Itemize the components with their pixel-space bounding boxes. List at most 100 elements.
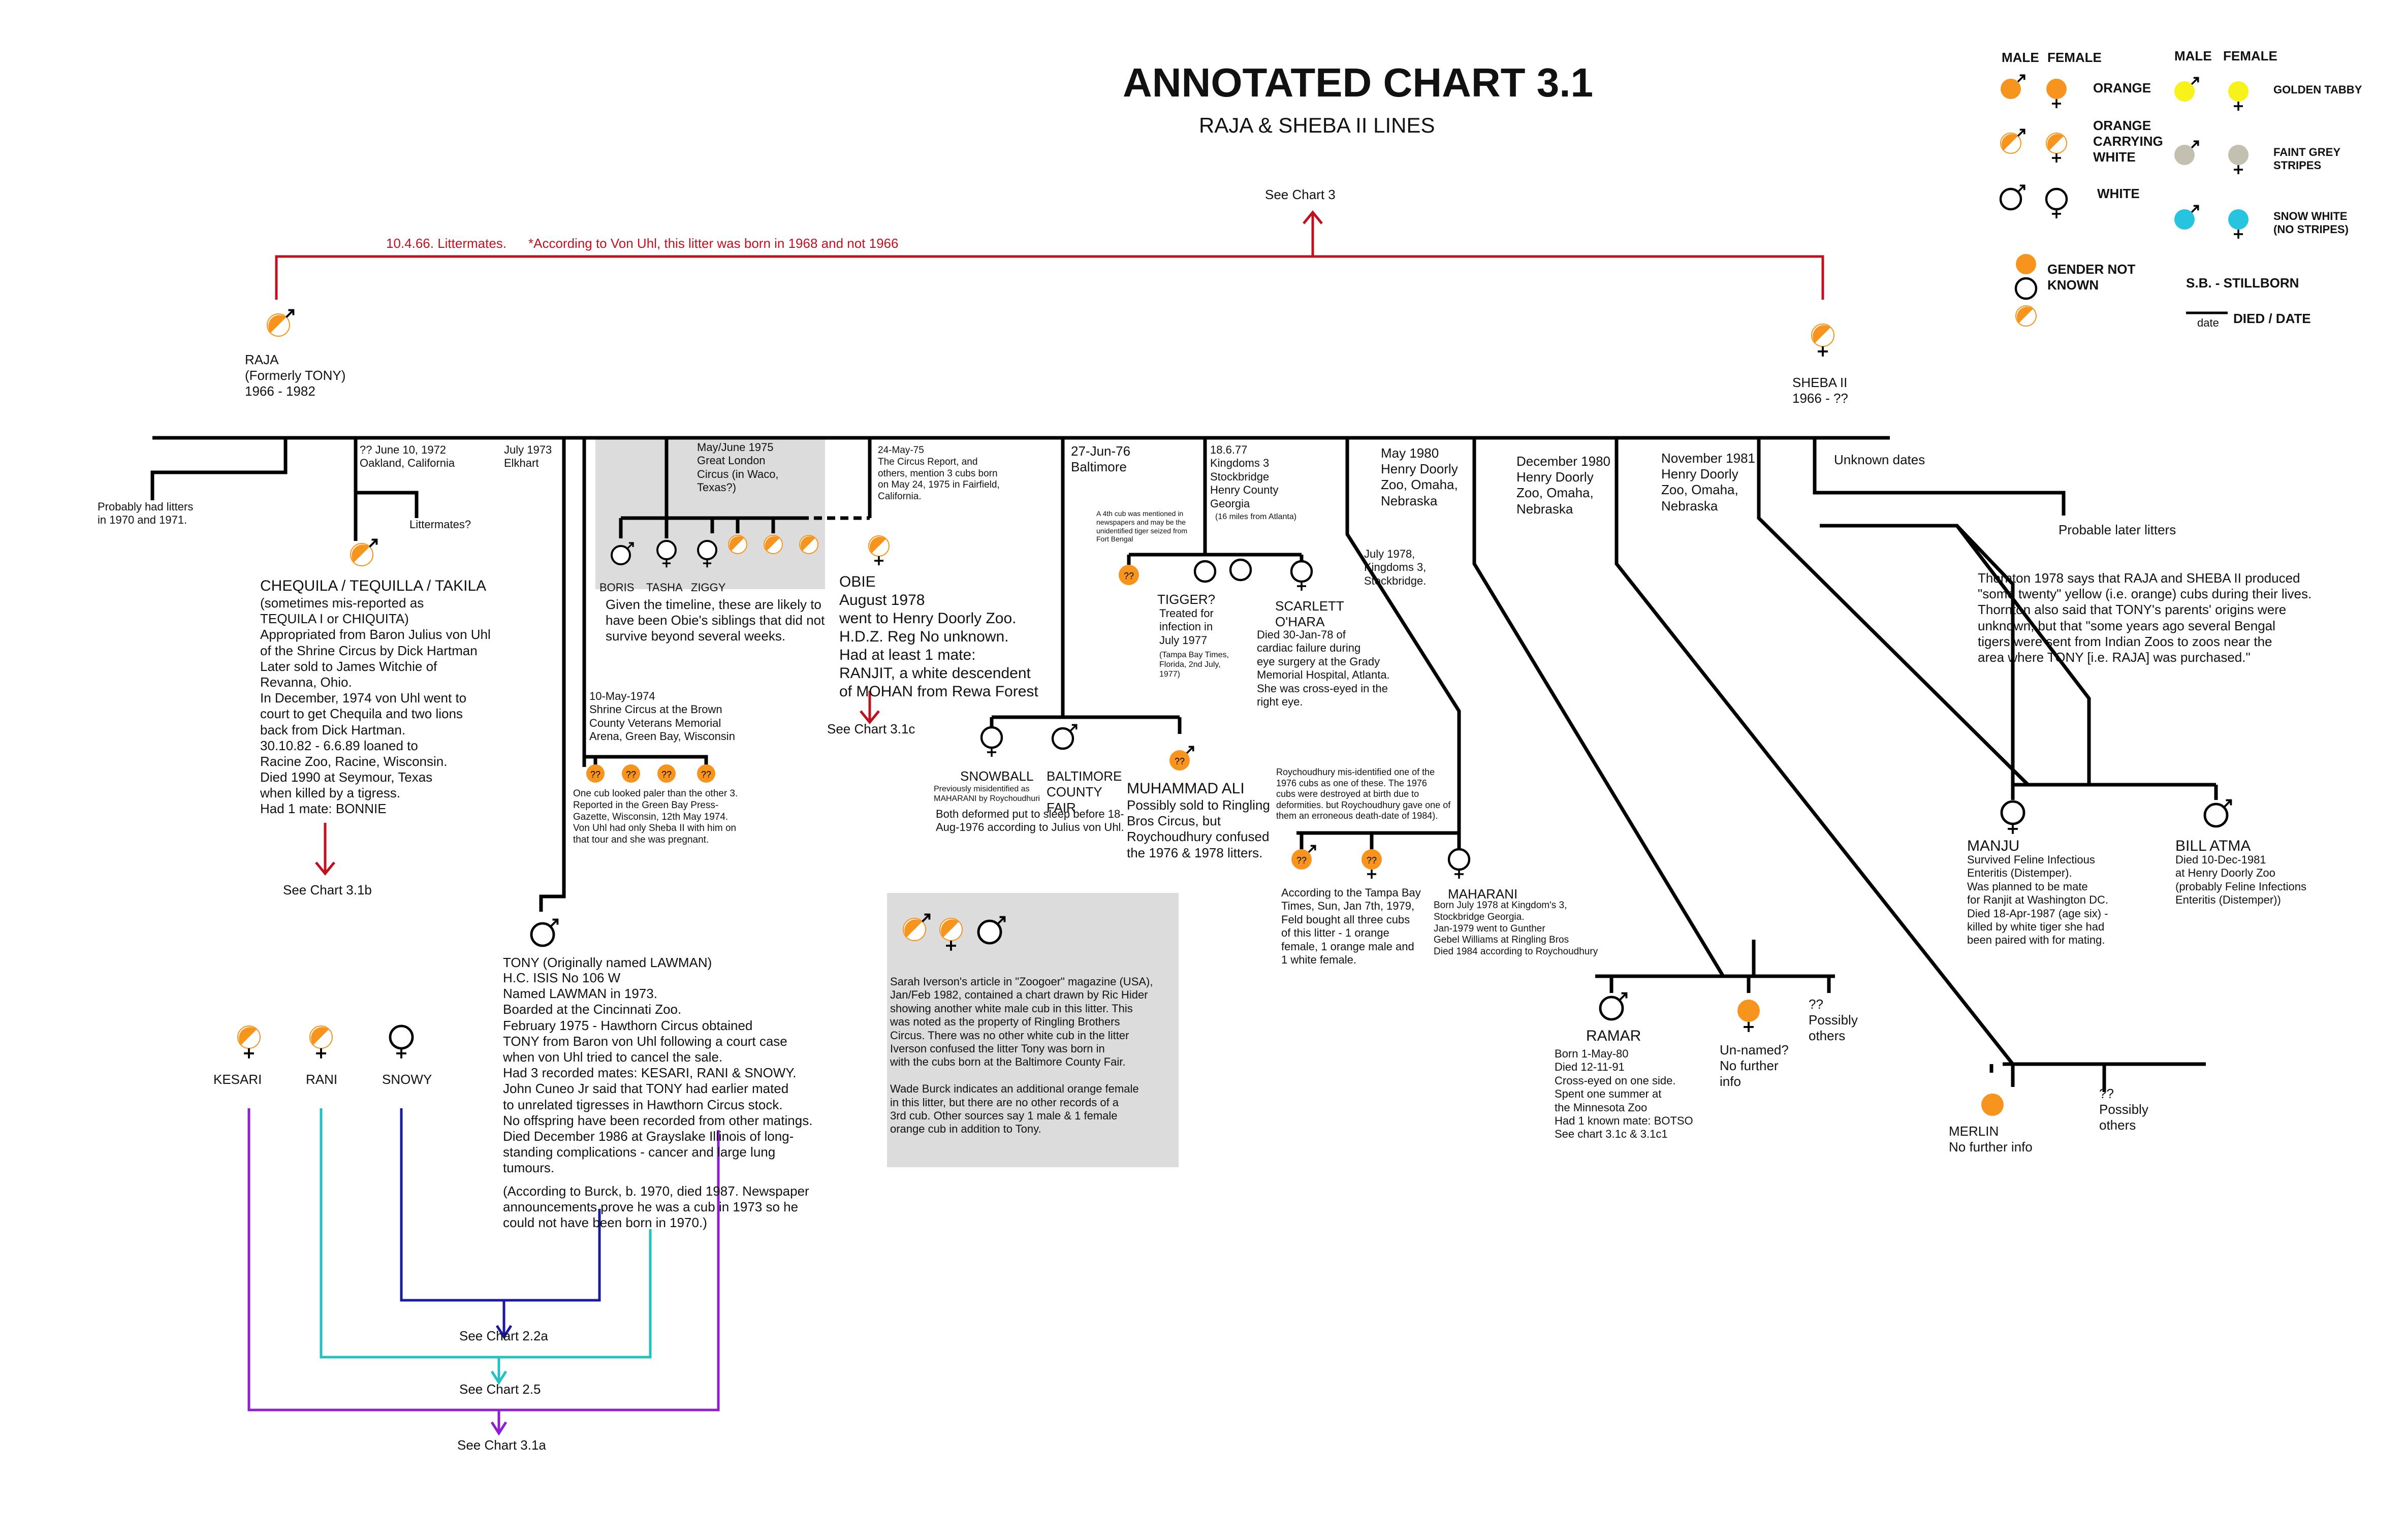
see-chart-3-1b[interactable]: See Chart 3.1b bbox=[283, 882, 372, 897]
snowball-label: SNOWBALL bbox=[960, 768, 1034, 784]
probably-litters: Probably had litters in 1970 and 1971. bbox=[98, 500, 194, 527]
chequila-icon bbox=[350, 538, 378, 566]
sheba-icon bbox=[1811, 324, 1834, 357]
page-subtitle: RAJA & SHEBA II LINES bbox=[1199, 113, 1435, 137]
manju-label: MANJU bbox=[1967, 838, 2020, 854]
legend-date-word: date bbox=[2197, 316, 2219, 329]
maharani-note: Born July 1978 at Kingdom's 3, Stockbrid… bbox=[1434, 900, 1598, 957]
iverson-half-female-icon bbox=[939, 918, 963, 951]
sixteen-miles: (16 miles from Atlanta) bbox=[1215, 512, 1297, 521]
raja-icon bbox=[267, 309, 295, 337]
iverson-white-male-icon bbox=[977, 916, 1006, 945]
tony-icon bbox=[530, 918, 559, 947]
tony-branch bbox=[539, 894, 564, 912]
von-uhl-note: *According to Von Uhl, this litter was b… bbox=[528, 236, 899, 251]
legend-female-2: FEMALE bbox=[2223, 48, 2277, 63]
legend-white: WHITE bbox=[2097, 186, 2140, 201]
see-chart-3-1a[interactable]: See Chart 3.1a bbox=[457, 1437, 546, 1453]
legend-orange-unknown-icon bbox=[2016, 254, 2036, 274]
manju-note: Survived Feline Infectious Enteritis (Di… bbox=[1967, 853, 2108, 947]
tasha-label: TASHA bbox=[646, 581, 683, 594]
bill-atma-note: Died 10-Dec-1981 at Henry Doorly Zoo (pr… bbox=[2175, 853, 2307, 907]
kingdoms-1877: 18.6.77 Kingdoms 3 Stockbridge Henry Cou… bbox=[1210, 443, 1279, 510]
scarlett-icon bbox=[1290, 560, 1313, 591]
jun-27-76: 27-Jun-76 Baltimore bbox=[1071, 443, 1131, 475]
legend-grey-female-icon bbox=[2228, 145, 2249, 174]
see-chart-3[interactable]: See Chart 3 bbox=[1265, 187, 1336, 202]
legend-half-female-icon bbox=[2046, 133, 2067, 163]
legend-white-unknown-icon bbox=[2014, 277, 2038, 300]
unknown-mark: ?? bbox=[626, 769, 636, 780]
dec1980-possibly-others: ?? Possibly others bbox=[1809, 997, 1858, 1044]
iverson-note: Sarah Iverson's article in "Zoogoer" mag… bbox=[890, 975, 1153, 1136]
chequila-text: (sometimes mis-reported as TEQUILA I or … bbox=[260, 595, 491, 817]
boris-icon bbox=[611, 542, 634, 565]
boris-litter-cub-2-icon bbox=[764, 535, 783, 554]
muhammad-ali-label: MUHAMMAD ALI bbox=[1127, 780, 1245, 797]
snowball-icon bbox=[980, 726, 1003, 757]
tony-burck-note: (According to Burck, b. 1970, died 1987.… bbox=[503, 1183, 809, 1231]
legend-faint-grey: FAINT GREY STRIPES bbox=[2273, 146, 2341, 172]
merlin-label: MERLIN No further info bbox=[1949, 1124, 2033, 1155]
unknown-mark: ?? bbox=[1175, 756, 1185, 766]
sheba-label: SHEBA II 1966 - ?? bbox=[1792, 375, 1848, 406]
see-chart-2-5[interactable]: See Chart 2.5 bbox=[459, 1382, 541, 1397]
shrine-cub-1-icon bbox=[586, 764, 605, 783]
tigger-icon bbox=[1193, 560, 1217, 583]
legend-golden-male-icon bbox=[2174, 77, 2199, 102]
kesari-icon bbox=[237, 1025, 261, 1058]
boris-litter-cub-3-icon bbox=[799, 535, 818, 554]
may-24-75: 24-May-75 The Circus Report, and others,… bbox=[878, 445, 1000, 502]
tony-text: H.C. ISIS No 106 W Named LAWMAN in 1973.… bbox=[503, 970, 813, 1176]
unknown-mark: ?? bbox=[1367, 855, 1377, 865]
legend-orange: ORANGE bbox=[2093, 80, 2151, 95]
shrine-cub-2-icon bbox=[622, 764, 640, 783]
legend-half-unknown-icon bbox=[2015, 305, 2037, 327]
merlin-icon bbox=[1981, 1094, 2004, 1116]
boris-label: BORIS bbox=[599, 581, 635, 594]
may-1980: May 1980 Henry Doorly Zoo, Omaha, Nebras… bbox=[1381, 445, 1458, 508]
tasha-icon bbox=[656, 540, 677, 568]
see-chart-2-2a[interactable]: See Chart 2.2a bbox=[459, 1328, 548, 1343]
legend-grey-male-icon bbox=[2174, 140, 2199, 165]
mate-lines bbox=[247, 1108, 720, 1436]
unknown-mark: ?? bbox=[701, 769, 711, 780]
bill-atma-icon bbox=[2203, 799, 2232, 828]
tigger-note: Treated for infection in July 1977 bbox=[1159, 607, 1214, 647]
muhammad-ali-note: Possibly sold to Ringling Bros Circus, b… bbox=[1127, 797, 1270, 860]
littermates-label: 10.4.66. Littermates. bbox=[386, 236, 507, 251]
iverson-note-box bbox=[887, 893, 1179, 1167]
maharani-icon bbox=[1447, 848, 1471, 879]
unnamed-cub-label: Un-named? No further info bbox=[1720, 1042, 1789, 1089]
baltimore-fair-icon bbox=[1051, 724, 1078, 750]
maharani-label: MAHARANI bbox=[1448, 886, 1518, 902]
chequila-name: CHEQUILA / TEQUILLA / TAKILA bbox=[260, 578, 487, 594]
thornton-note: Thornton 1978 says that RAJA and SHEBA I… bbox=[1978, 570, 2312, 665]
kingdoms-1977-cub-icon bbox=[1119, 565, 1139, 585]
june-1972: ?? June 10, 1972 Oakland, California bbox=[360, 443, 455, 470]
obie-icon bbox=[868, 535, 890, 565]
legend-golden-tabby: GOLDEN TABBY bbox=[2273, 83, 2362, 96]
legend-orange-carrying-white: ORANGE CARRYING WHITE bbox=[2093, 118, 2163, 165]
ramar-icon bbox=[1599, 992, 1628, 1021]
unknown-mark: ?? bbox=[1124, 571, 1134, 581]
unknown-mark: ?? bbox=[590, 769, 600, 780]
legend-female-1: FEMALE bbox=[2047, 50, 2102, 65]
unnamed-cub-icon bbox=[1737, 1000, 1760, 1032]
legend-snow-female-icon bbox=[2228, 209, 2249, 239]
probable-later-litters: Probable later litters bbox=[2059, 522, 2176, 537]
legend-died-date: DIED / DATE bbox=[2233, 311, 2311, 326]
see-chart-3-1c[interactable]: See Chart 3.1c bbox=[827, 721, 915, 736]
july-1978: July 1978, Kingdoms 3, Stockbridge. bbox=[1364, 548, 1427, 587]
shrine-1974-note: One cub looked paler than the other 3. R… bbox=[573, 788, 738, 846]
roychoudhury-note: Roychoudhury mis-identified one of the 1… bbox=[1276, 767, 1451, 821]
legend-gender-not-known: GENDER NOT KNOWN bbox=[2047, 262, 2136, 293]
snowy-icon bbox=[389, 1024, 414, 1058]
k1978-orange-female-icon bbox=[1362, 849, 1382, 879]
dec-1980: December 1980 Henry Doorly Zoo, Omaha, N… bbox=[1516, 454, 1610, 517]
legend-white-male-icon bbox=[1999, 184, 2025, 211]
unknown-dates: Unknown dates bbox=[1834, 452, 1925, 467]
kesari-label: KESARI bbox=[213, 1072, 262, 1087]
snowball-note: Previously misidentified as MAHARANI by … bbox=[934, 785, 1040, 804]
kingdoms-1977-white-cub-icon bbox=[1229, 558, 1252, 582]
